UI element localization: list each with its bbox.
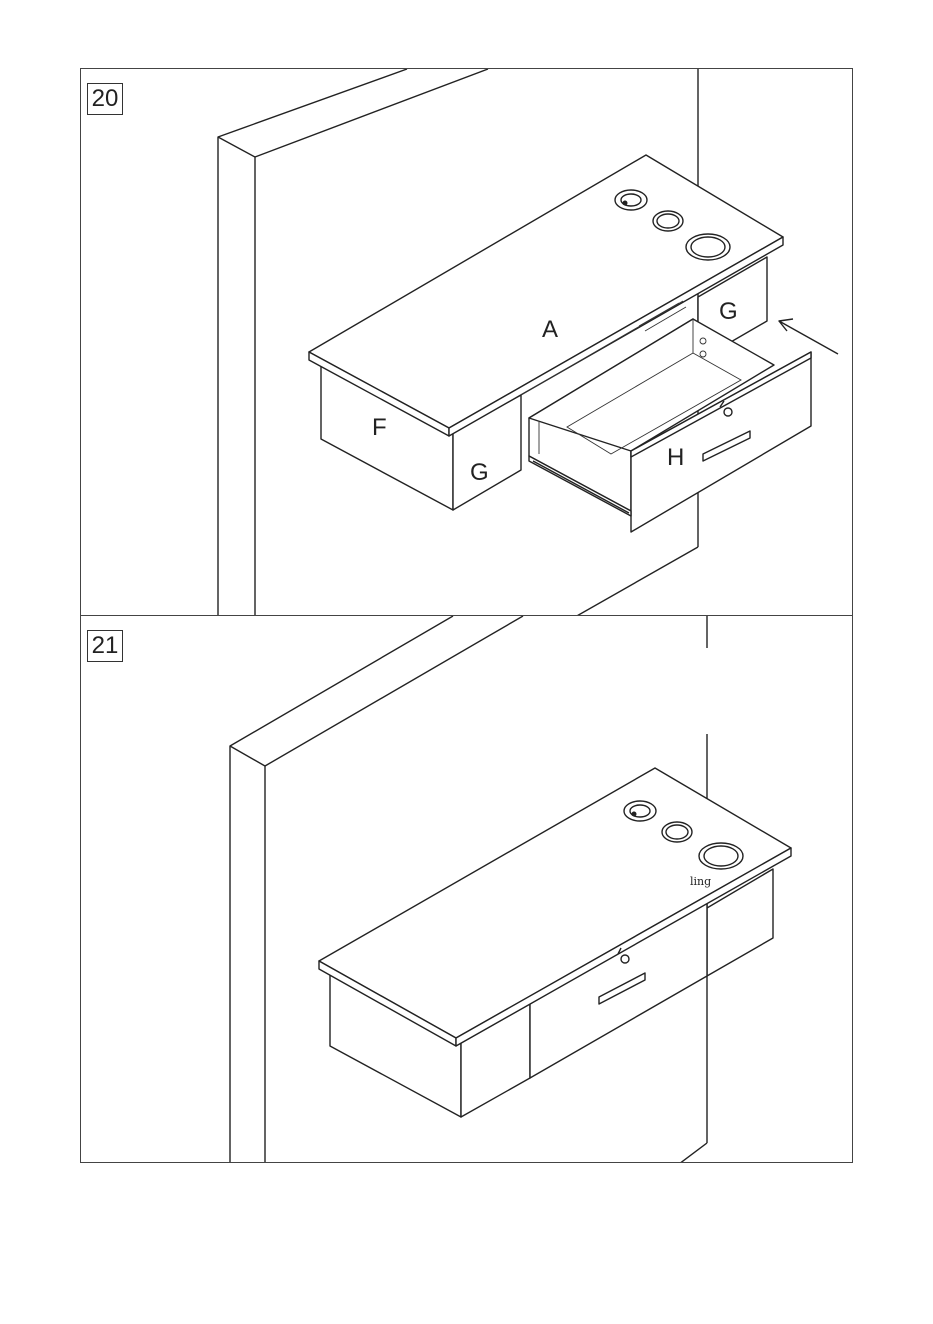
- step-20-illustration: A F G G H: [81, 69, 853, 616]
- step-20-panel: 20: [80, 68, 853, 616]
- step-21-illustration: ling: [81, 616, 853, 1163]
- step-number: 20: [87, 83, 123, 115]
- step-number: 21: [87, 630, 123, 662]
- drawer-lock: [621, 955, 629, 963]
- desk-assembly: A F G G H: [309, 155, 838, 532]
- label-g-back: G: [719, 298, 738, 325]
- note-text: ling: [690, 875, 711, 888]
- desk-assembled: ling: [319, 768, 791, 1117]
- drawer-lock: [724, 408, 732, 416]
- label-h: H: [667, 444, 684, 471]
- label-a: A: [542, 316, 558, 343]
- label-f: F: [372, 414, 387, 441]
- label-g-front: G: [470, 459, 489, 486]
- arrow-icon: [779, 319, 838, 354]
- step-21-panel: 21: [80, 615, 853, 1163]
